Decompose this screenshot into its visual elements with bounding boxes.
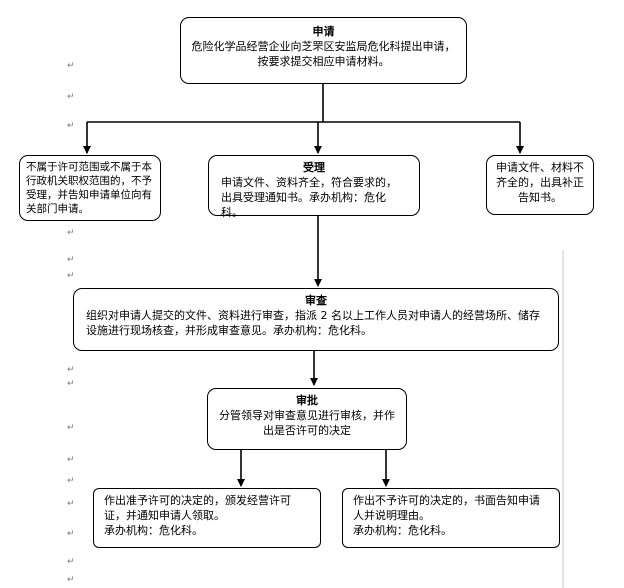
paragraph-mark: ↵ bbox=[67, 121, 75, 131]
review-text: 组织对申请人提交的文件、资料进行审查，指派 2 名以上工作人员对申请人的经营场所… bbox=[86, 309, 540, 337]
paragraph-mark: ↵ bbox=[67, 271, 75, 281]
paragraph-mark: ↵ bbox=[67, 557, 75, 567]
approve-box: 审批 分管领导对审查意见进行审核，并作出是否许可的决定 bbox=[207, 388, 407, 450]
deny-text: 作出不予许可的决定的，书面告知申请人并说明理由。 bbox=[353, 494, 540, 522]
apply-box: 申请 危险化学品经营企业向芝罘区安监局危化科提出申请，按要求提交相应申请材料。 bbox=[180, 17, 467, 84]
apply-title: 申请 bbox=[312, 25, 335, 38]
paragraph-mark: ↵ bbox=[67, 228, 75, 238]
approve-title: 审批 bbox=[296, 394, 318, 407]
paragraph-mark: ↵ bbox=[67, 476, 75, 486]
review-title: 审查 bbox=[305, 294, 327, 307]
apply-text: 危险化学品经营企业向芝罘区安监局危化科提出申请，按要求提交相应申请材料。 bbox=[191, 40, 456, 68]
not-in-scope-box: 不属于许可范围或不属于本行政机关职权范围的，不予受理，并告知申请单位向有关部门申… bbox=[19, 155, 161, 221]
accept-box: 受理 申请文件、资料齐全，符合要求的，出具受理通知书。承办机构：危化科。 bbox=[208, 155, 420, 219]
deny-org: 承办机构：危化科。 bbox=[353, 524, 452, 537]
grant-box: 作出准予许可的决定的，颁发经营许可证，并通知申请人领取。 承办机构：危化科。 bbox=[93, 488, 321, 548]
review-box: 审查 组织对申请人提交的文件、资料进行审查，指派 2 名以上工作人员对申请人的经… bbox=[73, 288, 559, 351]
accept-text: 申请文件、资料齐全，符合要求的，出具受理通知书。承办机构：危化科。 bbox=[221, 176, 397, 219]
paragraph-mark: ↵ bbox=[67, 365, 75, 375]
accept-title: 受理 bbox=[303, 161, 325, 174]
paragraph-mark: ↵ bbox=[67, 499, 75, 509]
paragraph-mark: ↵ bbox=[67, 61, 75, 71]
not-in-scope-text: 不属于许可范围或不属于本行政机关职权范围的，不予受理，并告知申请单位向有关部门申… bbox=[26, 161, 152, 215]
deny-box: 作出不予许可的决定的，书面告知申请人并说明理由。 承办机构：危化科。 bbox=[342, 488, 560, 548]
paragraph-mark: ↵ bbox=[67, 529, 75, 539]
paragraph-mark: ↵ bbox=[67, 92, 75, 102]
incomplete-box: 申请文件、材料不齐全的，出具补正告知书。 bbox=[486, 155, 594, 215]
incomplete-text: 申请文件、材料不齐全的，出具补正告知书。 bbox=[496, 161, 584, 204]
paragraph-mark: ↵ bbox=[67, 255, 75, 265]
paragraph-mark: ↵ bbox=[67, 379, 75, 389]
grant-text: 作出准予许可的决定的，颁发经营许可证，并通知申请人领取。 bbox=[104, 494, 291, 522]
paragraph-mark: ↵ bbox=[67, 423, 75, 433]
grant-org: 承办机构：危化科。 bbox=[104, 524, 203, 537]
paragraph-mark: ↵ bbox=[67, 575, 75, 585]
paragraph-mark: ↵ bbox=[67, 455, 75, 465]
approve-text: 分管领导对审查意见进行审核，并作出是否许可的决定 bbox=[219, 409, 395, 437]
